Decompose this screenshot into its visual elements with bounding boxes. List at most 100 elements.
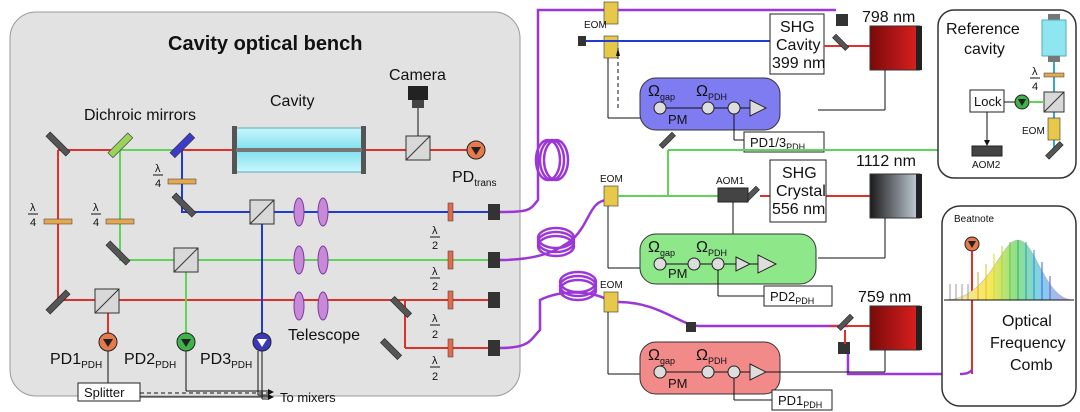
pd-1112-label: PD2PDH (770, 289, 814, 306)
laser-798 (869, 25, 921, 71)
quarter-waveplate-ref (1043, 72, 1065, 78)
pd1-label: PD1PDH (50, 351, 102, 371)
pd-798-label: PD1/3PDH (750, 135, 805, 152)
quarter-waveplate (105, 218, 135, 225)
cavity-label: Cavity (270, 93, 314, 110)
fiber-759 (499, 270, 609, 350)
svg-text:2: 2 (432, 240, 438, 252)
eom-1112-label: EOM (600, 174, 623, 185)
eom-759-icon (603, 291, 619, 313)
photodiode-ref-icon (1014, 94, 1030, 110)
reference-title-line2: cavity (964, 41, 1005, 58)
mirror (836, 313, 854, 331)
camera-icon (408, 86, 428, 136)
photodiode-pd3-icon (252, 332, 272, 352)
photodiode-beatnote-icon (964, 236, 980, 252)
half-waveplates (447, 202, 454, 358)
omega-pdh-1112: ΩPDH (696, 239, 727, 258)
wavelength-759: 759 nm (858, 289, 911, 306)
svg-text:λ: λ (432, 266, 438, 278)
waveplate-labels: λ 4 λ 4 λ 4 (28, 163, 163, 229)
svg-text:λ: λ (155, 163, 161, 175)
half-waveplate-labels: λ 2 λ 2 λ 2 λ 2 (430, 225, 440, 383)
mixer-wires (140, 351, 274, 400)
pd2-label: PD2PDH (124, 351, 176, 371)
eom-759-label: EOM (600, 280, 623, 291)
pd3-label: PD3PDH (200, 351, 252, 371)
eom-ref-icon (1047, 117, 1061, 141)
reference-cavity-icon (1041, 14, 1067, 62)
ref-waveplate-label: λ 4 (1030, 66, 1040, 93)
omega-gap-1112: Ωgap (648, 239, 675, 258)
telescope-label: Telescope (288, 327, 360, 344)
svg-text:2: 2 (432, 329, 438, 341)
svg-text:4: 4 (93, 217, 99, 229)
svg-text:4: 4 (1032, 81, 1038, 93)
pd-trans-label: PDtrans (452, 169, 496, 189)
comb-line2: Frequency (990, 335, 1066, 352)
pd-759-label: PD1PDH (778, 393, 822, 410)
photodiode-trans-icon (466, 140, 486, 160)
camera-label: Camera (389, 67, 446, 84)
mirror (45, 289, 71, 315)
mirror (105, 240, 131, 266)
comb-line3: Comb (1010, 357, 1053, 374)
omega-gap-759: Ωgap (648, 347, 675, 366)
aom1-label: AOM1 (716, 176, 745, 187)
shg-crystal-line2: Crystal (776, 183, 826, 200)
telescope-lenses (293, 197, 329, 321)
comb-panel (941, 205, 1077, 407)
splitter-box (77, 382, 141, 402)
pm-1112: PM (668, 266, 688, 281)
svg-text:λ: λ (432, 225, 438, 237)
svg-text:λ: λ (432, 313, 438, 325)
omega-pdh-759: ΩPDH (696, 347, 727, 366)
mirror (379, 337, 403, 361)
pdh-box-1112 (639, 233, 817, 285)
mirror (1045, 141, 1064, 160)
omega-pdh-798: ΩPDH (696, 83, 727, 102)
quarter-waveplate (167, 178, 197, 185)
quarter-waveplate (43, 218, 73, 225)
shg-crystal-line3: 556 nm (772, 201, 825, 218)
cavity (232, 126, 366, 174)
aom2-label: AOM2 (972, 160, 1001, 171)
shg-cavity-box (769, 13, 825, 75)
pm-759: PM (668, 376, 688, 391)
laser-759 (869, 305, 921, 351)
mirror (45, 131, 71, 157)
mirror (658, 131, 676, 149)
wavelength-1112: 1112 nm (856, 153, 916, 170)
fiber-couplers (488, 204, 500, 356)
eom-798-label: EOM (584, 20, 607, 31)
dichroic-mirror-green (107, 132, 134, 159)
dichroic-label: Dichroic mirrors (84, 107, 196, 124)
photodiode-pd2-icon (176, 332, 196, 352)
comb-teeth (949, 240, 1051, 300)
svg-text:2: 2 (432, 371, 438, 383)
to-mixers-label: To mixers (280, 390, 336, 405)
eom-ref-label: EOM (1022, 126, 1045, 137)
omega-gap-798: Ωgap (648, 83, 675, 102)
reference-title-line1: Reference (946, 21, 1020, 38)
svg-text:4: 4 (30, 217, 36, 229)
pdh-components-1112 (653, 254, 778, 274)
beatnote-label: Beatnote (954, 214, 994, 225)
shg-crystal-line1: SHG (782, 165, 817, 182)
bench-title: Cavity optical bench (168, 33, 363, 55)
dichroic-mirror-blue (169, 132, 196, 159)
svg-text:2: 2 (432, 281, 438, 293)
pd-1112-box (763, 285, 833, 307)
fiber-1112 (499, 198, 609, 262)
green-beam-path (119, 149, 488, 336)
photodiode-pd1-icon (98, 332, 118, 352)
fiber-798 (499, 8, 608, 214)
laser-1112 (869, 173, 921, 219)
wavelength-798: 798 nm (862, 9, 915, 26)
aom1-icon (717, 187, 749, 203)
svg-text:λ: λ (432, 355, 438, 367)
shg-cavity-line1: SHG (780, 19, 815, 36)
svg-text:λ: λ (30, 202, 36, 214)
mirror (832, 33, 850, 51)
